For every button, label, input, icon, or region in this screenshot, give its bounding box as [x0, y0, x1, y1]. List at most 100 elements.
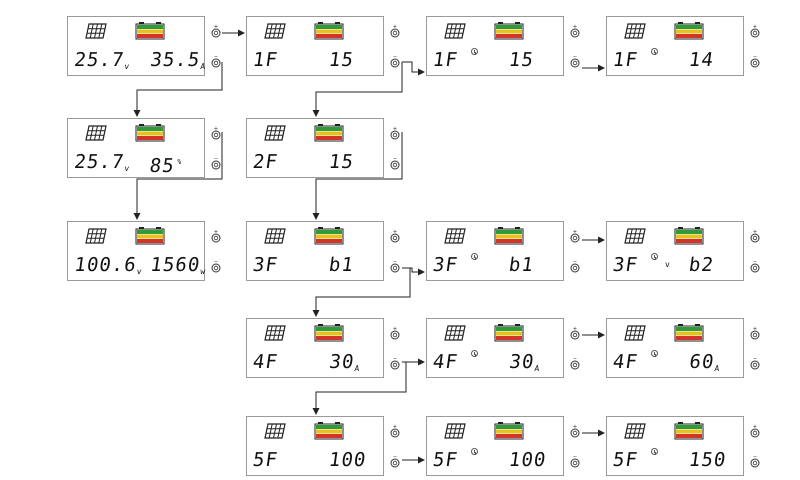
- arrow-s8-s11: [312, 268, 411, 317]
- svg-text:−: −: [753, 54, 757, 60]
- svg-text:−: −: [753, 454, 757, 460]
- clock-icon: [651, 253, 658, 260]
- lcd-left-value: 5F: [251, 449, 279, 471]
- lcd-screen: 3F b1: [246, 221, 384, 281]
- plus-button-icon: +: [749, 424, 761, 438]
- minus-button-icon: −: [389, 259, 401, 273]
- lcd-right-text: 30: [327, 351, 356, 373]
- minus-button-icon: −: [749, 259, 761, 273]
- lcd-right-text: 85: [148, 155, 177, 177]
- minus-button-icon: −: [569, 54, 581, 68]
- svg-text:+: +: [214, 24, 218, 30]
- svg-text:+: +: [393, 326, 397, 332]
- plus-button-icon: +: [389, 24, 401, 38]
- plus-button-icon: +: [569, 424, 581, 438]
- lcd-right-text: b2: [687, 254, 716, 276]
- svg-text:−: −: [393, 156, 397, 162]
- lcd-left-unit: v: [123, 62, 130, 71]
- lcd-right-unit: A: [713, 364, 720, 373]
- lcd-left-text: 5F: [431, 449, 460, 471]
- lcd-right-text: 100: [507, 449, 548, 471]
- lcd-right-text: 100: [327, 449, 368, 471]
- svg-text:+: +: [393, 24, 397, 30]
- battery-icon: [494, 227, 524, 245]
- lcd-left-text: 5F: [611, 449, 640, 471]
- lcd-right-value: 150: [687, 449, 727, 471]
- minus-button-icon: −: [210, 156, 222, 170]
- minus-button-icon: −: [210, 54, 222, 68]
- lcd-right-unit: A: [533, 364, 540, 373]
- svg-text:−: −: [393, 259, 397, 265]
- minus-button-icon: −: [389, 54, 401, 68]
- svg-text:−: −: [214, 259, 218, 265]
- lcd-right-value: 60A: [687, 351, 722, 380]
- lcd-left-text: 4F: [611, 351, 640, 373]
- lcd-right-text: 14: [687, 49, 716, 71]
- lcd-right-value: b1: [507, 254, 535, 276]
- lcd-left-text: 25.7: [72, 151, 126, 173]
- solar-panel-icon: [444, 228, 466, 244]
- lcd-right-value: 100: [507, 449, 547, 471]
- battery-icon: [674, 324, 704, 342]
- lcd-left-value: 100.6v: [72, 254, 144, 283]
- lcd-left-text: 5F: [251, 449, 280, 471]
- plus-button-icon: +: [569, 24, 581, 38]
- svg-text:−: −: [573, 454, 577, 460]
- plus-button-icon: +: [749, 326, 761, 340]
- lcd-left-text: 4F: [251, 351, 280, 373]
- solar-panel-icon: [444, 325, 466, 341]
- lcd-right-text: 150: [687, 449, 728, 471]
- arrow-s8-s9: [402, 267, 425, 276]
- solar-panel-icon: [264, 23, 286, 39]
- lcd-right-text: 35.5: [148, 49, 202, 71]
- lcd-left-value: 3F: [611, 254, 639, 276]
- svg-text:−: −: [393, 454, 397, 460]
- minus-button-icon: −: [389, 156, 401, 170]
- lcd-right-value: b1: [327, 254, 355, 276]
- svg-text:+: +: [573, 229, 577, 235]
- svg-text:−: −: [753, 259, 757, 265]
- plus-button-icon: +: [749, 229, 761, 243]
- battery-icon: [314, 22, 344, 40]
- lcd-right-value: 1560w: [148, 254, 208, 283]
- lcd-right-value: b2: [687, 254, 715, 276]
- svg-text:+: +: [214, 126, 218, 132]
- solar-panel-icon: [624, 325, 646, 341]
- lcd-left-value: 25.7v: [72, 49, 132, 78]
- lcd-right-value: 100: [327, 449, 367, 471]
- lcd-right-text: b1: [327, 254, 356, 276]
- plus-button-icon: +: [749, 24, 761, 38]
- minus-button-icon: −: [569, 454, 581, 468]
- solar-panel-icon: [264, 325, 286, 341]
- battery-icon: [314, 422, 344, 440]
- battery-icon: [494, 22, 524, 40]
- lcd-right-value: 35.5A: [148, 49, 208, 78]
- plus-button-icon: +: [389, 424, 401, 438]
- plus-button-icon: +: [389, 229, 401, 243]
- lcd-left-value: 3F: [251, 254, 279, 276]
- lcd-screen: 5F 150: [606, 416, 744, 476]
- solar-panel-icon: [264, 125, 286, 141]
- solar-panel-icon: [264, 228, 286, 244]
- minus-button-icon: −: [569, 259, 581, 273]
- lcd-left-text: 25.7: [72, 49, 126, 71]
- plus-button-icon: +: [389, 326, 401, 340]
- lcd-left-text: 1F: [431, 49, 460, 71]
- lcd-right-unit: w: [199, 267, 206, 276]
- plus-button-icon: +: [389, 126, 401, 140]
- lcd-left-text: 100.6: [72, 254, 139, 276]
- plus-button-icon: +: [210, 229, 222, 243]
- lcd-right-unit: %: [176, 158, 182, 166]
- lcd-left-text: 3F: [611, 254, 640, 276]
- minus-button-icon: −: [749, 356, 761, 370]
- clock-icon: [471, 253, 478, 260]
- plus-button-icon: +: [569, 326, 581, 340]
- svg-text:−: −: [214, 156, 218, 162]
